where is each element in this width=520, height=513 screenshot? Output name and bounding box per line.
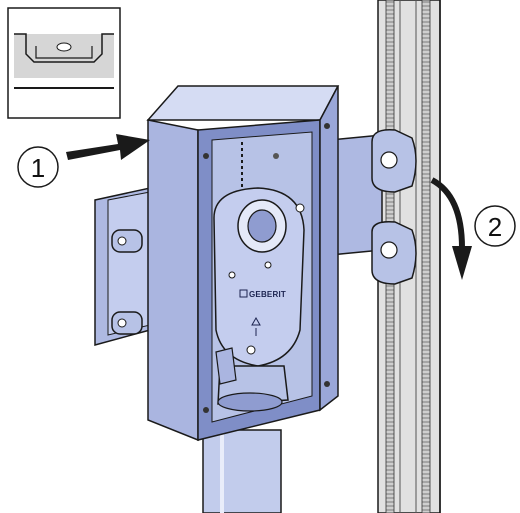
step-1-callout: 1 [17, 146, 59, 188]
lower-clamp [371, 220, 417, 285]
drain-body: GEBERIT [213, 142, 305, 412]
push-arrow-icon [66, 134, 150, 160]
step-2-callout: 2 [474, 205, 516, 247]
upper-clamp [371, 129, 417, 193]
rotate-arrow-icon [430, 177, 472, 280]
step-2-label: 2 [488, 212, 502, 242]
brand-logo-icon [239, 289, 248, 298]
brand-label: GEBERIT [249, 290, 286, 299]
left-bracket [94, 187, 151, 346]
level-bubble-icon [56, 42, 72, 52]
step-1-label: 1 [31, 153, 45, 183]
level-inset [7, 7, 121, 119]
flow-symbol-icon [251, 316, 261, 326]
